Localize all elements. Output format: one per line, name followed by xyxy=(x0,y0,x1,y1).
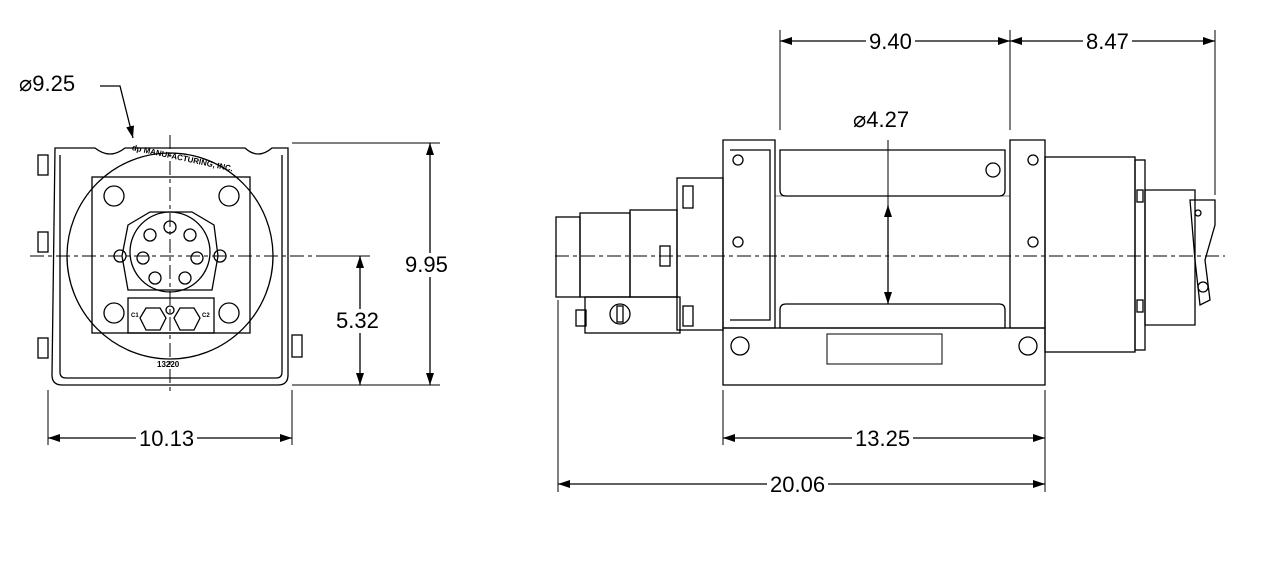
diameter-leader xyxy=(100,85,134,139)
mounting-bracket xyxy=(51,147,289,386)
motor-cap xyxy=(555,216,581,298)
width-label: 10.13 xyxy=(136,427,198,451)
center-height-label: 5.32 xyxy=(333,309,382,333)
brake-flange xyxy=(1134,159,1146,351)
bracket-bolts xyxy=(37,154,303,359)
overall-length-label: 20.06 xyxy=(767,473,829,497)
brake-housing xyxy=(1044,156,1136,353)
port-label-c1: C1 xyxy=(131,313,139,319)
front-view xyxy=(30,85,440,445)
port-label-c2: C2 xyxy=(202,313,210,319)
base-length-label: 13.25 xyxy=(852,427,914,451)
drum-length-label: 9.40 xyxy=(866,30,915,54)
release-lever xyxy=(1189,199,1216,306)
plate-bolts xyxy=(103,185,240,324)
valve-block-side xyxy=(584,296,681,334)
drum-diameter-label: ⌀4.27 xyxy=(850,108,913,132)
right-end-frame xyxy=(1009,139,1046,329)
height-label: 9.95 xyxy=(402,253,451,277)
brake-end-cap xyxy=(1144,189,1196,326)
left-end-frame xyxy=(722,139,776,329)
drum-bottom-plate xyxy=(779,303,1006,329)
port-c2 xyxy=(173,307,201,331)
motor-body-side xyxy=(579,212,631,298)
base-plate xyxy=(722,327,1046,386)
port-c1 xyxy=(139,307,167,331)
valve-block xyxy=(127,297,215,334)
motor-bolts xyxy=(113,220,227,285)
part-number: 13220 xyxy=(157,360,180,369)
gear-adapter xyxy=(676,177,724,331)
side-view xyxy=(555,30,1225,492)
name-plate xyxy=(826,333,943,365)
diameter-label: ⌀9.25 xyxy=(19,71,76,96)
brake-length-label: 8.47 xyxy=(1083,30,1132,54)
drum-top-plate xyxy=(779,149,1006,197)
